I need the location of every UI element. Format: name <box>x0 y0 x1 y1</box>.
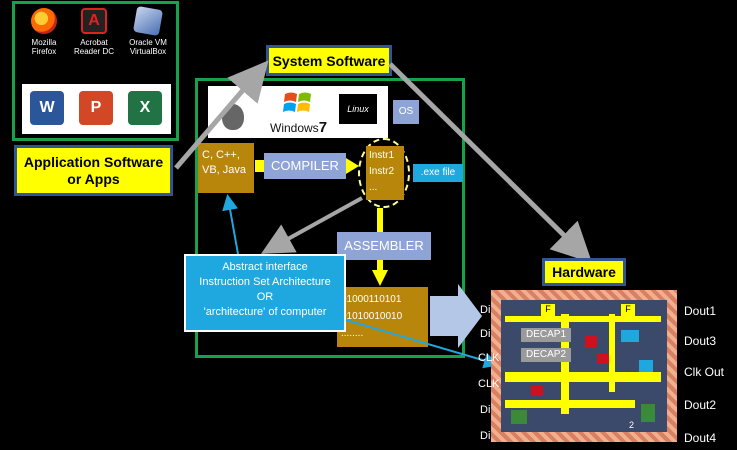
abstract-to-languages-arrow <box>222 194 239 255</box>
exe-file-label: .exe file <box>420 167 456 178</box>
system-to-hardware-arrow <box>388 62 593 264</box>
chip-top-label-1: F <box>545 304 551 314</box>
windows-label: Windows <box>270 121 319 135</box>
instructions-box <box>358 138 410 208</box>
system-software-frame <box>195 78 465 358</box>
abstract-to-hardware-arrow <box>345 319 500 369</box>
powerpoint-icon[interactable]: P <box>79 91 113 125</box>
chip-top-label-2: F <box>625 304 631 314</box>
left-pin-2: Di <box>480 328 491 340</box>
decap2-cell: DECAP2 <box>525 349 566 360</box>
abstract-interface-box: Abstract interface Instruction Set Archi… <box>184 254 346 332</box>
left-pin-6: Di <box>480 430 491 442</box>
apps-to-system-arrow <box>174 60 269 170</box>
linux-label: Linux <box>347 104 369 114</box>
left-pin-5: Di <box>480 404 491 416</box>
application-software-frame <box>12 1 179 141</box>
binary-box: 01000110101 01010010010 ........ <box>337 287 428 347</box>
chip-core: DECAP1 DECAP2 F F 2 <box>501 300 667 432</box>
left-pin-3: CLK <box>478 352 500 364</box>
left-pin-1: Di <box>480 304 491 316</box>
compiler-box: COMPILER <box>264 153 346 179</box>
right-pin-dout3: Dout3 <box>684 334 717 348</box>
acrobat-app[interactable]: A Acrobat Reader DC <box>72 8 116 56</box>
instr-to-abstract-arrow <box>260 196 363 254</box>
right-pin-dout2: Dout2 <box>684 398 717 412</box>
languages-box: C, C++, VB, Java <box>198 143 254 193</box>
application-software-label: Application Software or Apps <box>14 145 173 196</box>
chip-layout: DECAP1 DECAP2 F F 2 <box>491 290 677 442</box>
acrobat-label: Acrobat Reader DC <box>73 38 114 56</box>
right-pin-dout4: Dout4 <box>684 431 717 445</box>
windows-version: 7 <box>318 119 328 136</box>
virtualbox-label: Oracle VM VirtualBox <box>129 38 167 56</box>
left-pin-4: CLK <box>478 378 500 390</box>
firefox-label: Mozilla Firefox <box>31 38 57 56</box>
hardware-label: Hardware <box>542 258 626 286</box>
right-pin-clk-out: Clk Out <box>684 365 725 379</box>
os-box: OS <box>393 100 419 124</box>
chip-bottom-label: 2 <box>629 420 635 430</box>
instructions-content: Instr1 Instr2 ... <box>366 146 404 200</box>
virtualbox-app[interactable]: Oracle VM VirtualBox <box>122 5 174 56</box>
right-pin-dout1: Dout1 <box>684 304 717 318</box>
excel-icon[interactable]: X <box>128 91 162 125</box>
assembler-box: ASSEMBLER <box>337 232 431 260</box>
word-icon[interactable]: W <box>30 91 64 125</box>
windows-wordmark: Windows7 <box>270 119 327 136</box>
windows-logo-icon <box>283 90 313 116</box>
linux-logo: Linux <box>339 94 377 124</box>
exe-file-box: .exe file <box>413 164 463 182</box>
system-software-label: System Software <box>266 45 392 76</box>
acrobat-icon: A <box>81 8 107 34</box>
decap1-cell: DECAP1 <box>525 329 566 340</box>
firefox-icon <box>31 8 57 34</box>
firefox-app[interactable]: Mozilla Firefox <box>22 8 66 56</box>
binary-to-hardware-arrow <box>430 284 482 348</box>
